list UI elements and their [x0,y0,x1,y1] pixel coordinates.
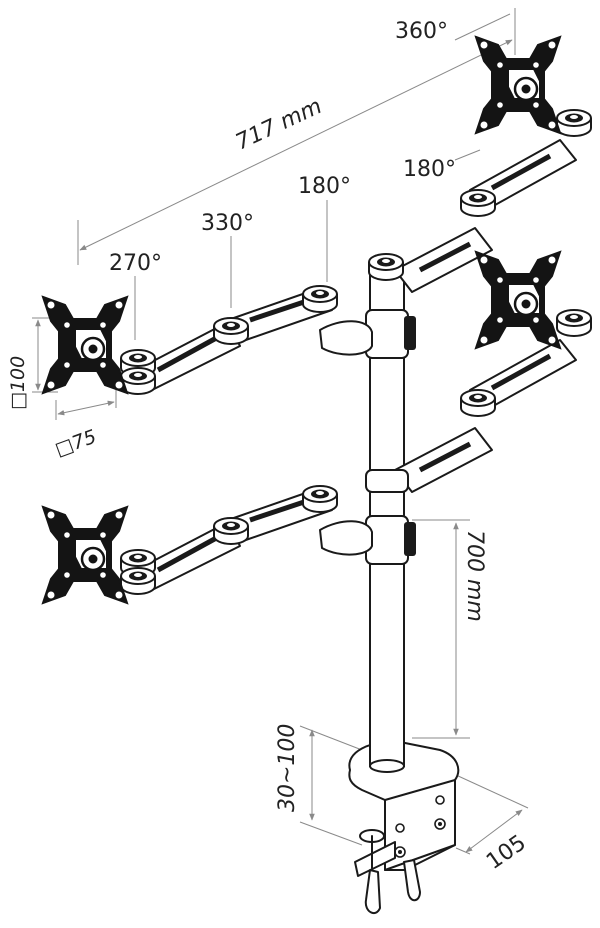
vesa-75-label: □75 [52,426,99,461]
rotation-label-left-mid: 330° [201,211,254,236]
pole-collars [365,309,416,565]
vesa-100-label: □100 [7,356,29,410]
dimension-lines [32,8,529,855]
left-lower-arm [41,485,373,605]
pole-height-label: 700 mm [462,530,487,622]
clamp-depth-label: 105 [482,830,531,875]
desk-clamp [348,740,460,915]
rotation-label-top-right: 360° [395,19,448,44]
rotation-label-left-elbow: 180° [298,174,351,199]
clamp-range-label: 30~100 [275,724,300,812]
overall-width-label: 717 mm [232,94,326,155]
right-lower-arm [394,250,592,493]
rotation-label-upper-mid-right: 180° [403,157,456,182]
left-upper-arm [41,285,373,395]
right-upper-arm [368,35,592,293]
rotation-label-left-tilt: 270° [109,251,162,276]
